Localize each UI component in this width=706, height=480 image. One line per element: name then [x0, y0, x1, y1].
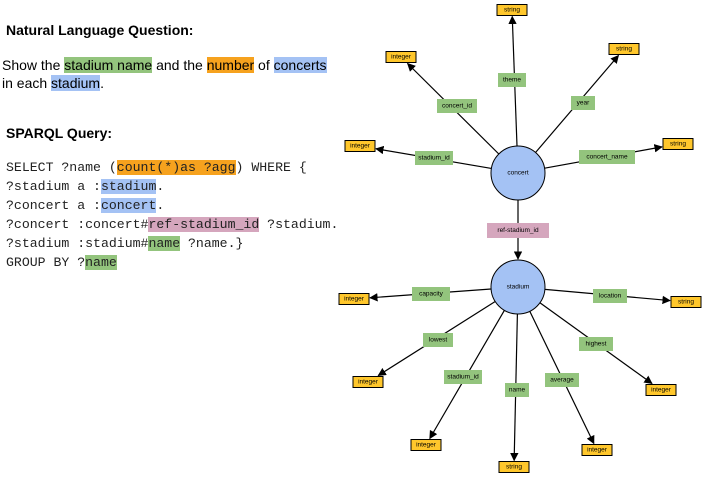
property-label: location — [599, 293, 622, 300]
type-label: string — [678, 299, 694, 306]
query-line: ?stadium :stadium#name ?name.} — [6, 234, 338, 253]
property-label-box — [412, 287, 450, 301]
concert-node-label: concert — [507, 170, 529, 177]
query-fragment: . — [156, 179, 165, 194]
property-label: lowest — [429, 337, 448, 344]
property-label: capacity — [419, 291, 444, 298]
query-line: ?concert :concert#ref-stadium_id ?stadiu… — [6, 215, 338, 234]
stadium-node — [490, 259, 546, 315]
query-highlight: stadium — [100, 179, 157, 194]
query-fragment: ?concert a : — [6, 198, 101, 213]
property-label-box — [444, 370, 482, 384]
query-line: GROUP BY ?name — [6, 253, 338, 272]
property-label-box — [415, 151, 453, 165]
query-highlight: name — [148, 236, 181, 251]
highlighted-phrase: concerts — [273, 57, 327, 73]
type-label: string — [670, 141, 686, 148]
property-label: theme — [503, 77, 521, 84]
property-label-box — [498, 73, 526, 87]
property-label: concert_name — [586, 154, 628, 161]
query-highlight: name — [85, 255, 117, 270]
type-label: integer — [651, 387, 672, 394]
property-label: average — [550, 377, 574, 384]
property-label-box — [593, 289, 627, 303]
question-heading: Natural Language Question: — [6, 22, 194, 38]
question-fragment: . — [100, 75, 104, 91]
sparql-query: SELECT ?name (count(*)as ?agg) WHERE {?s… — [6, 158, 338, 272]
property-label-box — [579, 150, 635, 164]
question-fragment: and the — [152, 57, 207, 73]
type-box — [498, 461, 530, 473]
stadium-node-label: stadium — [507, 284, 530, 291]
sparql-heading: SPARQL Query: — [6, 125, 113, 141]
link-label-box — [487, 223, 549, 238]
type-label: integer — [350, 143, 371, 150]
query-fragment: GROUP BY ? — [6, 255, 86, 270]
type-box — [385, 51, 417, 63]
property-label: concert_id — [442, 103, 472, 110]
property-label-box — [579, 337, 613, 351]
query-highlight: count(*)as ?agg — [116, 160, 236, 175]
type-box — [645, 384, 677, 396]
highlighted-phrase: number — [206, 57, 255, 73]
type-box — [344, 140, 376, 152]
type-label: integer — [587, 447, 608, 454]
property-label: stadium_id — [418, 155, 450, 162]
property-label-box — [545, 373, 579, 387]
highlighted-phrase: stadium — [51, 75, 101, 91]
type-box — [581, 444, 613, 456]
property-label: highest — [586, 341, 607, 348]
query-fragment: ?name.} — [180, 236, 244, 251]
link-label: ref-stadium_id — [497, 227, 539, 234]
question-text: Show the stadium name and the number of … — [2, 56, 332, 92]
property-label: name — [509, 387, 526, 394]
type-label: string — [616, 46, 632, 53]
property-label-box — [571, 96, 595, 110]
query-fragment: ?stadium :stadium# — [6, 236, 149, 251]
query-line: SELECT ?name (count(*)as ?agg) WHERE { — [6, 158, 338, 177]
type-box — [410, 439, 442, 451]
query-fragment: ?concert :concert# — [6, 217, 149, 232]
property-label-box — [505, 383, 529, 397]
query-fragment: . — [156, 198, 165, 213]
property-label-box — [423, 333, 453, 347]
query-line: ?concert a :concert. — [6, 196, 338, 215]
question-fragment: in each — [2, 75, 52, 91]
type-label: integer — [391, 54, 412, 61]
question-fragment: Show the — [2, 57, 65, 73]
query-fragment: ) WHERE { — [235, 160, 307, 175]
type-box — [496, 4, 528, 16]
type-box — [662, 138, 694, 150]
type-box — [670, 296, 702, 308]
property-label-box — [437, 99, 477, 113]
type-label: string — [506, 464, 522, 471]
query-highlight: concert — [100, 198, 157, 213]
query-fragment: ?stadium a : — [6, 179, 101, 194]
highlighted-phrase: stadium name — [64, 57, 153, 73]
query-line: ?stadium a :stadium. — [6, 177, 338, 196]
type-box — [352, 376, 384, 388]
question-fragment: of — [254, 57, 274, 73]
property-label: stadium_id — [447, 374, 479, 381]
type-label: integer — [416, 442, 437, 449]
query-fragment: ?stadium. — [259, 217, 339, 232]
type-label: integer — [344, 296, 365, 303]
type-label: integer — [358, 379, 379, 386]
type-label: string — [504, 7, 520, 14]
query-highlight: ref-stadium_id — [148, 217, 260, 232]
query-fragment: SELECT ?name ( — [6, 160, 117, 175]
concert-node — [490, 145, 546, 201]
type-box — [338, 293, 370, 305]
type-box — [608, 43, 640, 55]
property-label: year — [577, 100, 590, 107]
